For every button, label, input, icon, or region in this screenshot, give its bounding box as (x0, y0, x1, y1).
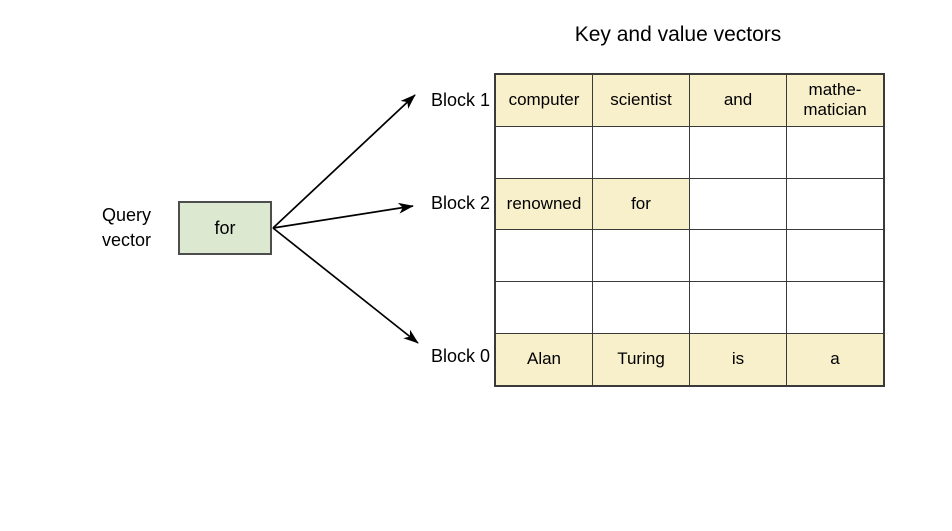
table-cell (786, 229, 885, 283)
arrow-to-block-1 (272, 94, 416, 229)
cell-text: Alan (526, 349, 562, 369)
query-vector-label-line1: Query (102, 205, 152, 225)
key-value-table: computer scientist and mathe- matician r… (494, 73, 885, 387)
cell-text: renowned (506, 193, 582, 213)
table-cell (689, 125, 787, 179)
table-cell: is (689, 332, 787, 387)
table-cell: scientist (592, 73, 690, 127)
cell-text: and (723, 90, 753, 110)
query-vector-label: Query vector (102, 203, 178, 253)
table-cell: a (786, 332, 885, 387)
table-cell (592, 229, 690, 283)
table-cell (689, 177, 787, 231)
arrow-to-block-2 (272, 202, 414, 229)
table-cell (494, 281, 593, 334)
cell-text-line2: matician (803, 100, 867, 120)
block-label-0: Block 0 (430, 346, 490, 366)
table-row (494, 229, 885, 283)
table-row: computer scientist and mathe- matician (494, 73, 885, 127)
table-cell (494, 125, 593, 179)
query-vector-token: for (214, 217, 236, 238)
table-row (494, 281, 885, 334)
cell-text-line1: mathe- (808, 80, 862, 100)
table-cell: computer (494, 73, 593, 127)
cell-text: is (731, 349, 745, 369)
block-label-1: Block 1 (430, 90, 490, 110)
page-title: Key and value vectors (574, 23, 782, 46)
cell-text: for (631, 193, 651, 213)
table-cell (689, 229, 787, 283)
table-body: computer scientist and mathe- matician r… (494, 73, 885, 387)
cell-text: scientist (610, 90, 672, 110)
table-cell: and (689, 73, 787, 127)
table-cell (786, 125, 885, 179)
table-row: Alan Turing is a (494, 332, 885, 387)
cell-text: Turing (617, 349, 665, 369)
query-vector-label-line2: vector (102, 230, 152, 250)
query-vector-box[interactable]: for (178, 201, 272, 255)
cell-text: a (830, 349, 840, 369)
table-cell: renowned (494, 177, 593, 231)
table-cell: for (592, 177, 690, 231)
table-cell (592, 281, 690, 334)
block-label-2: Block 2 (430, 193, 490, 213)
table-cell (786, 281, 885, 334)
table-row: renowned for (494, 177, 885, 231)
table-cell (592, 125, 690, 179)
arrow-to-block-0 (272, 227, 419, 344)
table-cell (689, 281, 787, 334)
table-cell (786, 177, 885, 231)
table-cell: mathe- matician (786, 73, 885, 127)
table-cell: Turing (592, 332, 690, 387)
table-cell (494, 229, 593, 283)
cell-text: computer (508, 90, 580, 110)
table-row (494, 125, 885, 179)
table-cell: Alan (494, 332, 593, 387)
